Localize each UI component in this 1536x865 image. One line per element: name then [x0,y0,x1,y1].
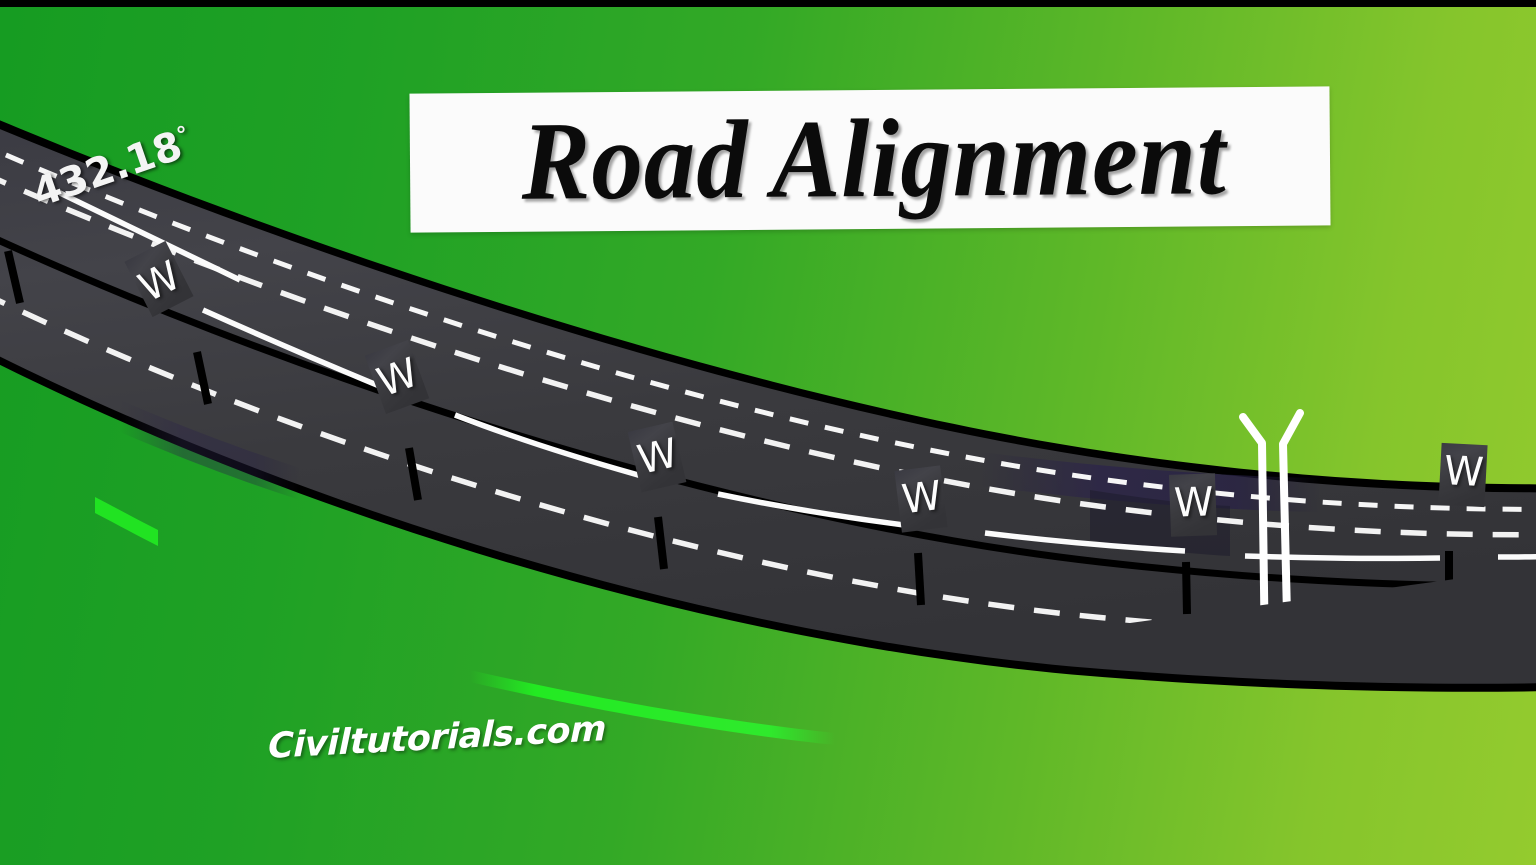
width-label-6: W [1442,447,1485,497]
station-ticks [4,250,1453,615]
width-label-3: W [633,430,683,484]
neon-edge-artifact [95,497,835,745]
w-label-gaps [124,240,1488,537]
width-label-4: W [899,472,945,524]
width-label-5: W [1173,479,1215,527]
page-title: Road Alignment [521,93,1227,224]
top-black-bar [0,0,1536,7]
